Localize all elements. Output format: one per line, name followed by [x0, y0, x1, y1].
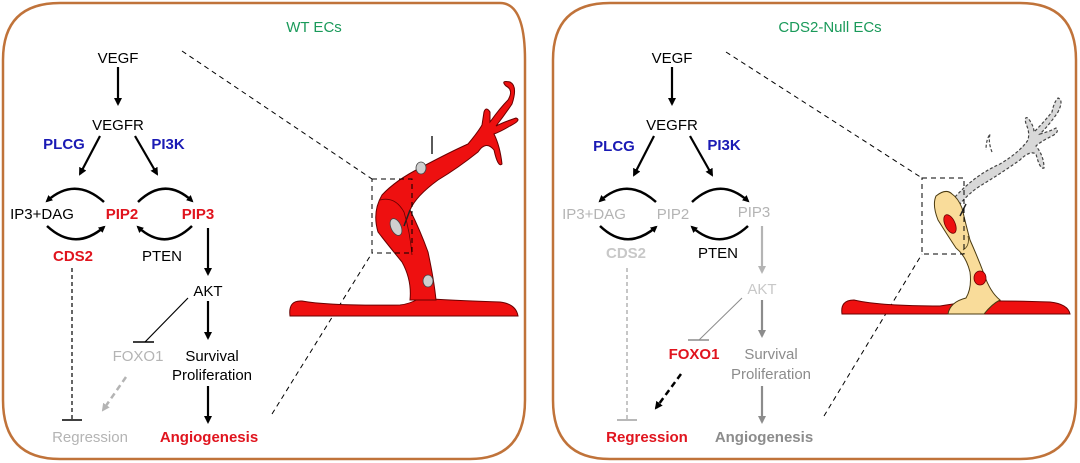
inhibit-akt-foxo1	[144, 297, 189, 343]
nucleus	[943, 214, 957, 234]
panel-frame	[551, 1, 1078, 461]
nucleus	[973, 270, 987, 286]
node-akt: AKT	[193, 283, 222, 300]
node-ip3dag: IP3+DAG	[10, 206, 74, 223]
pale-sprout	[933, 190, 1001, 315]
arrow-foxo1-regression	[101, 376, 128, 412]
cycle-arrow-bottom-left	[599, 225, 658, 241]
nucleus	[415, 161, 427, 175]
arrow-foxo1-regression	[654, 373, 683, 410]
arrow-vegfr-plcg	[633, 135, 655, 177]
sprout-stub	[985, 133, 993, 153]
cycle-arrow-bottom-right	[136, 225, 193, 241]
arrow-vegfr-pi3k	[134, 135, 159, 176]
cycle-arrow-top-right	[137, 187, 194, 203]
cell-border	[962, 235, 969, 251]
node-vegf: VEGF	[652, 50, 693, 67]
node-proliferation: Proliferation	[172, 367, 252, 384]
panel-cds2-null: CDS2-Null ECs VEGF VEGFR PLCG PI3K IP3+D…	[551, 1, 1078, 461]
zoom-line-top	[181, 50, 373, 180]
filopodia	[403, 209, 411, 227]
nucleus	[389, 218, 403, 236]
node-vegf: VEGF	[98, 50, 139, 67]
panel-wt: WT ECs VEGF VEGFR PLCG PI3K IP3+DAG PIP2…	[1, 1, 527, 461]
node-pip2: PIP2	[106, 206, 139, 223]
filopodia	[959, 203, 967, 217]
panel-title: CDS2-Null ECs	[778, 19, 881, 36]
regressed-sprout	[954, 97, 1062, 205]
panel-frame	[1, 1, 527, 461]
cycle-arrow-top-left	[45, 187, 105, 203]
zoom-line-top	[725, 51, 923, 179]
cell-border	[379, 198, 413, 256]
zoom-line-bottom	[271, 252, 373, 415]
vessel-illustration	[841, 97, 1071, 315]
node-survival: Survival	[185, 348, 238, 365]
node-pip2: PIP2	[657, 206, 690, 223]
arrow-vegfr-plcg	[79, 135, 101, 176]
vessel-illustration	[289, 81, 519, 317]
enzyme-pten: PTEN	[698, 245, 738, 262]
node-foxo1: FOXO1	[669, 346, 720, 363]
node-pip3: PIP3	[738, 204, 771, 221]
panel-title: WT ECs	[286, 19, 342, 36]
zoom-box	[921, 177, 965, 255]
node-survival: Survival	[744, 346, 797, 363]
enzyme-cds2: CDS2	[53, 248, 93, 265]
node-proliferation: Proliferation	[731, 366, 811, 383]
node-vegfr: VEGFR	[92, 117, 144, 134]
node-pip3: PIP3	[182, 206, 215, 223]
node-akt: AKT	[747, 281, 776, 298]
enzyme-plcg: PLCG	[43, 136, 85, 153]
outcome-angiogenesis: Angiogenesis	[160, 429, 258, 446]
outcome-angiogenesis: Angiogenesis	[715, 429, 813, 446]
cycle-arrow-bottom-left	[46, 225, 106, 241]
node-ip3dag: IP3+DAG	[562, 206, 626, 223]
zoom-line-bottom	[823, 253, 923, 417]
cycle-arrow-bottom-right	[690, 225, 749, 241]
inhibit-akt-foxo1	[698, 297, 743, 341]
nucleus	[422, 274, 434, 288]
enzyme-cds2: CDS2	[606, 245, 646, 262]
enzyme-pten: PTEN	[142, 248, 182, 265]
outcome-regression: Regression	[52, 429, 128, 446]
outcome-regression: Regression	[606, 429, 688, 446]
zoom-box	[371, 178, 413, 254]
sprout-vessel	[375, 81, 519, 301]
cycle-arrow-top-right	[691, 187, 750, 203]
enzyme-pi3k: PI3K	[707, 137, 741, 154]
arrow-vegfr-pi3k	[689, 135, 713, 177]
node-foxo1: FOXO1	[113, 348, 164, 365]
enzyme-pi3k: PI3K	[151, 136, 185, 153]
enzyme-plcg: PLCG	[593, 138, 635, 155]
cycle-arrow-top-left	[598, 187, 657, 203]
parent-vessel	[289, 297, 519, 317]
node-vegfr: VEGFR	[646, 117, 698, 134]
